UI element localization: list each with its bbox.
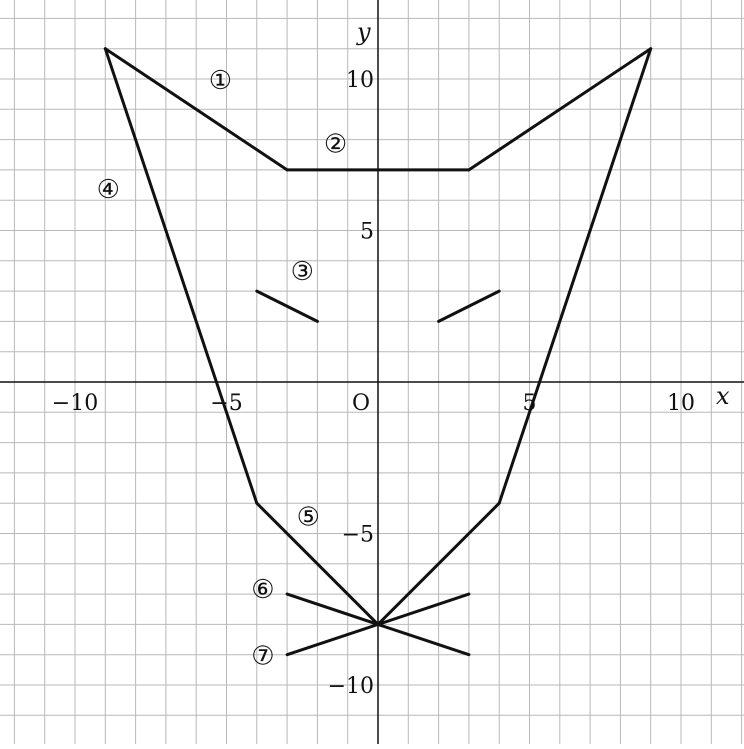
x-axis-name: x xyxy=(716,382,730,410)
segment-label: ② xyxy=(324,130,347,160)
segment-line xyxy=(255,289,319,323)
segment-line xyxy=(376,501,501,626)
origin-label: O xyxy=(352,391,370,416)
segment-line xyxy=(497,47,653,505)
segment-label: ① xyxy=(209,66,232,96)
segment-line xyxy=(103,47,259,505)
x-tick-label: −10 xyxy=(52,391,98,416)
segment-line xyxy=(437,289,501,323)
segment-label: ⑦ xyxy=(251,642,274,672)
y-tick-label: 5 xyxy=(360,220,374,245)
y-tick-label: 10 xyxy=(346,68,374,93)
segment-line xyxy=(285,592,471,657)
segment-line xyxy=(103,47,289,172)
labels: ① ② ③ ④ ⑤ ⑥ ⑦ xyxy=(97,66,348,672)
segment-label: ⑥ xyxy=(251,575,274,605)
y-tick-label: −5 xyxy=(342,523,374,548)
segment-line xyxy=(467,47,653,172)
segment-label: ③ xyxy=(291,257,314,287)
segment-label: ⑤ xyxy=(297,502,320,532)
segment-line xyxy=(255,501,380,626)
segment-label: ④ xyxy=(97,175,120,205)
segments xyxy=(103,47,653,657)
y-axis-name: y xyxy=(356,18,371,46)
y-tick-label: −10 xyxy=(328,674,374,699)
x-tick-label: 10 xyxy=(667,391,695,416)
